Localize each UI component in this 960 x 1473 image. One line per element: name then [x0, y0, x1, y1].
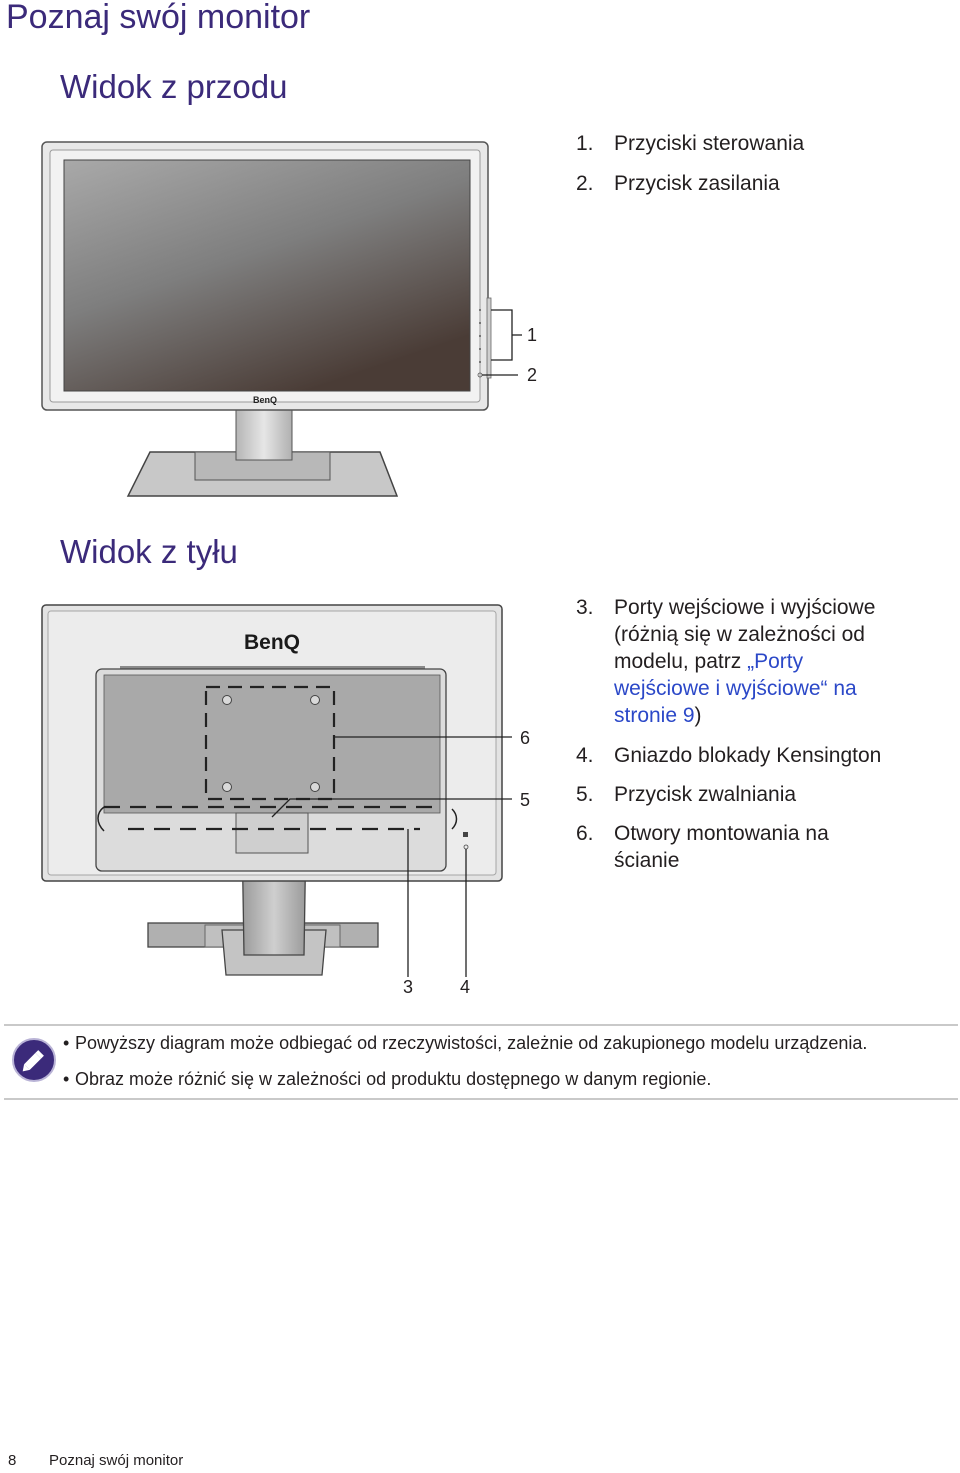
back-item-4-label: Gniazdo blokady Kensington	[614, 744, 882, 767]
back-item-5-number: 5.	[576, 783, 594, 806]
back-item-3-text-a: Porty wejściowe i wyjściowe	[614, 596, 876, 619]
note-1: •Powyższy diagram może odbiegać od rzecz…	[63, 1032, 867, 1054]
back-item-5: 5. Przycisk zwalniania	[576, 781, 796, 808]
footer-page-number: 8	[8, 1452, 17, 1469]
back-item-6: 6. Otwory montowania na ścianie	[576, 820, 956, 874]
callout-3: 3	[403, 977, 413, 997]
front-item-1-label: Przyciski sterowania	[614, 132, 805, 155]
front-item-1: 1. Przyciski sterowania	[576, 130, 804, 157]
back-item-6-line2: ścianie	[614, 849, 680, 872]
io-ports-link-c[interactable]: stronie 9	[614, 704, 695, 727]
callout-6: 6	[520, 728, 530, 748]
note-2-text: Obraz może różnić się w zależności od pr…	[75, 1069, 712, 1089]
callout-4: 4	[460, 977, 470, 997]
back-logo: BenQ	[244, 631, 300, 654]
back-item-6-number: 6.	[576, 822, 594, 845]
back-monitor-illustration: BenQ 6 5 3 4	[41, 604, 530, 997]
front-monitor-illustration: BenQ 1 2	[41, 141, 537, 497]
back-item-3-text-b: (różnią się w zależności od	[614, 623, 865, 646]
back-item-3-text-d: )	[694, 704, 702, 727]
front-item-1-number: 1.	[576, 132, 594, 155]
back-item-4: 4. Gniazdo blokady Kensington	[576, 742, 881, 769]
front-item-2: 2. Przycisk zasilania	[576, 170, 780, 197]
callout-2: 2	[527, 365, 537, 385]
bullet-icon: •	[63, 1033, 70, 1053]
front-logo: BenQ	[253, 395, 277, 405]
front-item-2-label: Przycisk zasilania	[614, 172, 780, 195]
back-item-3-text-c: modelu, patrz	[614, 650, 748, 673]
back-view-heading: Widok z tyłu	[60, 533, 238, 570]
bullet-icon: •	[63, 1069, 70, 1089]
back-item-5-label: Przycisk zwalniania	[614, 783, 797, 806]
page-title: Poznaj swój monitor	[6, 0, 311, 36]
footer-section-title: Poznaj swój monitor	[49, 1452, 184, 1469]
back-item-4-number: 4.	[576, 744, 594, 767]
note-1-text: Powyższy diagram może odbiegać od rzeczy…	[75, 1033, 868, 1053]
callout-1: 1	[527, 325, 537, 345]
front-view-heading: Widok z przodu	[60, 68, 288, 105]
pencil-icon	[12, 1038, 56, 1082]
io-ports-link-b[interactable]: wejściowe i wyjściowe“ na	[614, 677, 857, 700]
back-item-3: 3. Porty wejściowe i wyjściowe (różnią si…	[576, 594, 956, 729]
note-2: •Obraz może różnić się w zależności od p…	[63, 1068, 711, 1090]
back-item-6-line1: Otwory montowania na	[614, 822, 829, 845]
front-item-2-number: 2.	[576, 172, 594, 195]
back-item-3-number: 3.	[576, 596, 594, 619]
note-box	[4, 1024, 958, 1100]
io-ports-link-a[interactable]: „Porty	[747, 650, 804, 673]
callout-5: 5	[520, 790, 530, 810]
